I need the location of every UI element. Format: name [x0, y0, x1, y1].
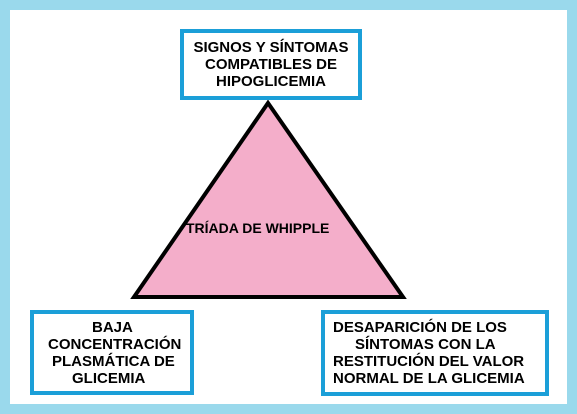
triangle-shape — [130, 99, 407, 299]
resolution-box: DESAPARICIÓN DE LOS SÍNTOMAS CON LA REST… — [321, 310, 549, 396]
symptoms-line-3: HIPOGLICEMIA — [215, 73, 326, 90]
low-glucose-line-4: GLICEMIA — [72, 369, 146, 387]
resolution-line-3: RESTITUCIÓN DEL VALOR — [333, 353, 525, 370]
triad-title: TRÍADA DE WHIPPLE — [186, 220, 330, 236]
resolution-line-1: DESAPARICIÓN DE LOS — [333, 319, 507, 336]
resolution-line-4: NORMAL DE LA GLICEMIA — [333, 370, 525, 387]
symptoms-line-2: COMPATIBLES DE — [205, 56, 337, 73]
low-glucose-box: BAJA CONCENTRACIÓN PLASMÁTICA DE GLICEMI… — [30, 310, 194, 395]
symptoms-box: SIGNOS Y SÍNTOMAS COMPATIBLES DE HIPOGLI… — [180, 29, 362, 100]
low-glucose-line-3: PLASMÁTICA DE — [52, 352, 175, 370]
resolution-line-2: SÍNTOMAS CON LA — [355, 336, 496, 353]
low-glucose-line-2: CONCENTRACIÓN — [48, 335, 182, 353]
low-glucose-line-1: BAJA — [92, 318, 133, 336]
symptoms-line-1: SIGNOS Y SÍNTOMAS — [193, 39, 349, 56]
